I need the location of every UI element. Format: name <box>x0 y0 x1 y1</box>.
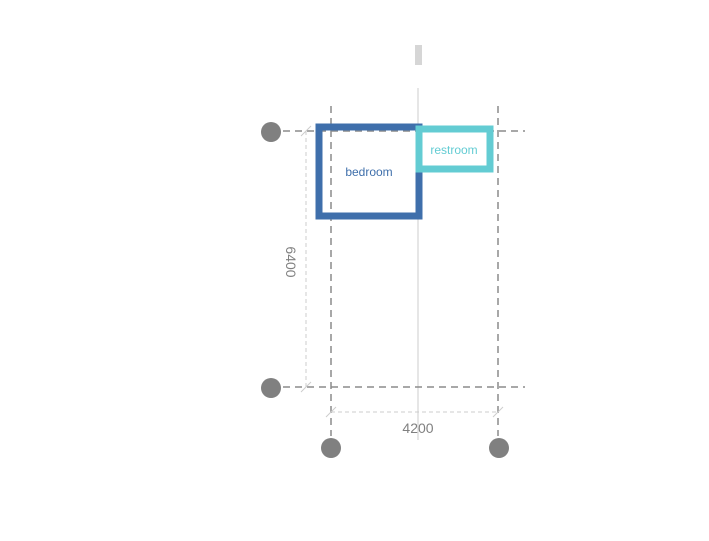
axis-node-left[interactable] <box>321 438 341 458</box>
top-handle[interactable] <box>415 45 422 65</box>
dimension-height: 6400 <box>283 125 312 393</box>
dimension-width: 4200 <box>325 406 504 436</box>
axis-node-top[interactable] <box>261 122 281 142</box>
room-bedroom-label: bedroom <box>345 165 392 179</box>
axis-node-bottom[interactable] <box>261 378 281 398</box>
axis-node-right[interactable] <box>489 438 509 458</box>
room-restroom-label: restroom <box>430 143 477 157</box>
room-bedroom[interactable]: bedroom <box>315 123 423 220</box>
room-restroom[interactable]: restroom <box>415 125 494 173</box>
dimension-width-label: 4200 <box>402 420 433 436</box>
dimension-height-label: 6400 <box>283 246 299 277</box>
